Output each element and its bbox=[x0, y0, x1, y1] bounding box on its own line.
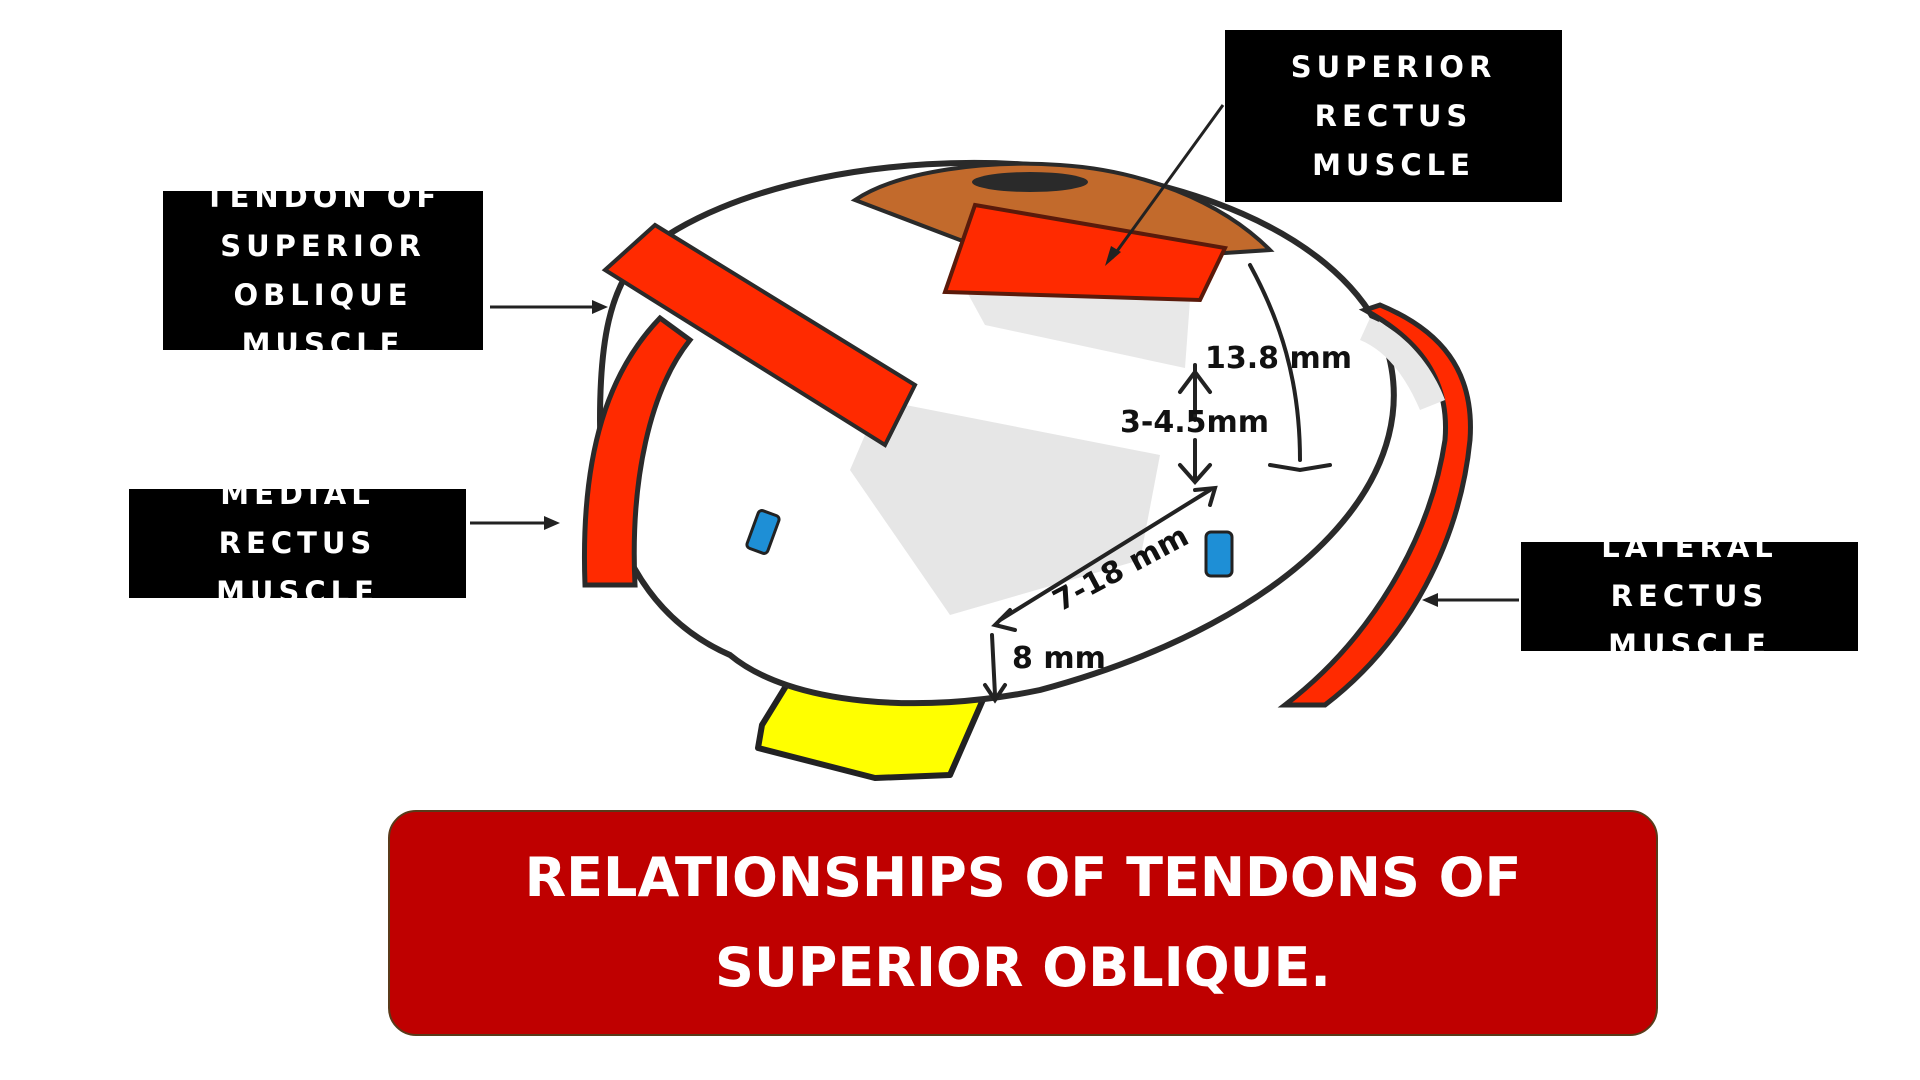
leader-lines bbox=[470, 104, 1519, 602]
title-banner: RELATIONSHIPS OF TENDONS OF SUPERIOR OBL… bbox=[388, 810, 1658, 1036]
medial-rectus-label: MEDIAL RECTUS MUSCLE bbox=[129, 477, 466, 609]
measurement-8mm: 8 mm bbox=[1012, 641, 1106, 676]
lateral-rectus-tendon bbox=[1360, 318, 1445, 410]
superior-oblique-muscle bbox=[601, 222, 918, 448]
superior-rectus-muscle bbox=[942, 202, 1228, 303]
superior-oblique-tendon-fibers bbox=[850, 400, 1160, 615]
arrowheads bbox=[544, 246, 1438, 607]
measurement-3-4-5mm: 3-4.5mm bbox=[1120, 405, 1269, 440]
tendon-superior-oblique-label: TENDON OF SUPERIOR OBLIQUE MUSCLE bbox=[163, 180, 483, 361]
title-text: RELATIONSHIPS OF TENDONS OF SUPERIOR OBL… bbox=[524, 846, 1522, 999]
lateral-rectus-label: LATERAL RECTUS MUSCLE bbox=[1521, 530, 1858, 662]
vortex-vein-1 bbox=[745, 509, 781, 555]
measurement-13-8mm: 13.8 mm bbox=[1205, 341, 1352, 376]
superior-rectus-label: SUPERIOR RECTUS MUSCLE bbox=[1225, 30, 1562, 202]
cornea bbox=[850, 161, 1275, 258]
vortex-vein-2 bbox=[1204, 530, 1234, 578]
lateral-rectus-muscle bbox=[1277, 302, 1473, 708]
medial-rectus-muscle bbox=[581, 314, 694, 588]
measurement-arrows bbox=[983, 263, 1332, 704]
pupil bbox=[972, 172, 1088, 192]
